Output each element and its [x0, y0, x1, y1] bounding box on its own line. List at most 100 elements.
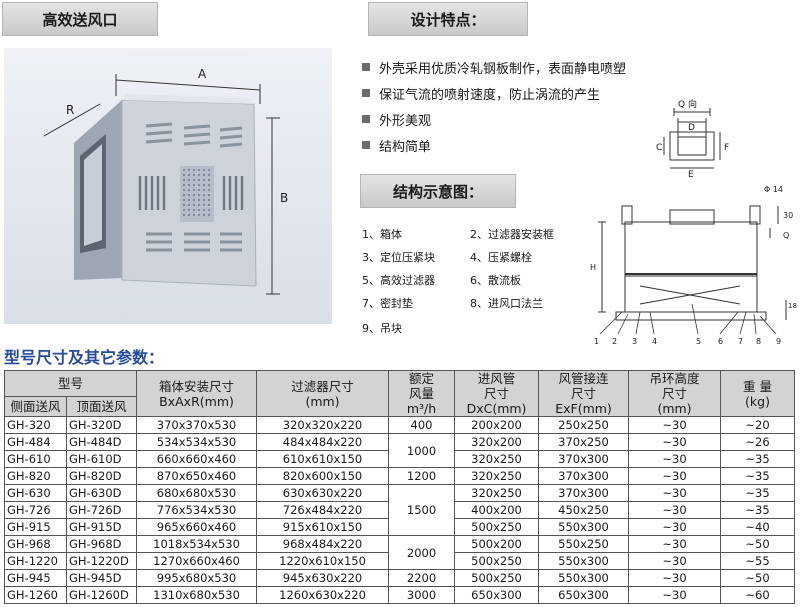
svg-text:30: 30 — [783, 211, 793, 220]
table-cell: 320x250 — [454, 467, 540, 485]
table-cell: ~30 — [628, 416, 722, 434]
product-title: 高效送风口 — [2, 2, 158, 36]
table-cell: ~30 — [628, 552, 722, 570]
table-cell: 500x250 — [454, 569, 540, 587]
part-item: 6、散流板 — [470, 274, 521, 287]
table-cell: GH-320D — [65, 416, 138, 434]
table-cell: 650x300 — [454, 586, 540, 604]
table-cell: ~30 — [628, 535, 722, 553]
table-cell: ~30 — [628, 501, 722, 519]
header-filter-size: 过滤器尺寸(mm) — [256, 370, 390, 417]
table-cell: 250x250 — [538, 416, 630, 434]
table-cell: 968x484x220 — [256, 535, 390, 553]
structure-diagram: Φ 14 30 Q H 18 1 2 3 4 5 6 7 8 9 — [590, 185, 797, 346]
table-cell: 320x320x220 — [256, 416, 390, 434]
table-cell: GH-484 — [4, 433, 67, 451]
table-cell: 400x200 — [454, 501, 540, 519]
svg-text:Q: Q — [783, 231, 789, 240]
table-cell: GH-1220D — [65, 552, 138, 570]
table-cell: 550x300 — [538, 569, 630, 587]
table-cell: 630x630x220 — [256, 484, 390, 502]
table-cell: 320x200 — [454, 433, 540, 451]
table-cell: 915x610x150 — [256, 518, 390, 536]
q-direction-diagram: Q 向 D C F E — [656, 98, 729, 178]
table-cell: GH-820D — [65, 467, 138, 485]
dim-b-label: B — [280, 191, 288, 205]
table-cell: 370x370x530 — [136, 416, 258, 434]
table-cell: 370x300 — [538, 450, 630, 468]
svg-text:1: 1 — [594, 337, 599, 346]
table-cell: ~35 — [720, 467, 796, 485]
table-cell: 320x250 — [454, 484, 540, 502]
table-cell: 610x610x150 — [256, 450, 390, 468]
airflow-cell: 1500 — [388, 484, 456, 536]
table-cell: ~30 — [628, 484, 722, 502]
structure-title: 结构示意图： — [360, 174, 516, 208]
svg-text:5: 5 — [696, 337, 701, 346]
table-cell: 200x200 — [454, 416, 540, 434]
table-cell: 534x534x530 — [136, 433, 258, 451]
part-item: 2、过滤器安装框 — [470, 228, 554, 241]
dim-r-label: R — [66, 103, 74, 117]
table-cell: 726x484x220 — [256, 501, 390, 519]
dim-a-label: A — [198, 67, 207, 81]
table-cell: GH-915 — [4, 518, 67, 536]
svg-text:Φ 14: Φ 14 — [764, 185, 783, 194]
table-cell: 660x660x460 — [136, 450, 258, 468]
table-cell: ~50 — [720, 535, 796, 553]
table-cell: 870x650x460 — [136, 467, 258, 485]
table-cell: GH-484D — [65, 433, 138, 451]
svg-text:4: 4 — [652, 337, 657, 346]
svg-text:18: 18 — [788, 302, 797, 310]
table-cell: 965x660x460 — [136, 518, 258, 536]
table-cell: 1018x534x530 — [136, 535, 258, 553]
table-cell: GH-630 — [4, 484, 67, 502]
features-title: 设计特点： — [368, 2, 528, 36]
table-cell: ~30 — [628, 433, 722, 451]
table-cell: 500x200 — [454, 535, 540, 553]
table-cell: ~30 — [628, 450, 722, 468]
table-cell: 1220x610x150 — [256, 552, 390, 570]
table-cell: GH-726 — [4, 501, 67, 519]
feature-item: 结构简单 — [362, 132, 692, 158]
svg-text:H: H — [590, 263, 596, 272]
airflow-cell: 400 — [388, 416, 456, 434]
part-item: 4、压紧螺栓 — [470, 251, 532, 264]
header-side: 侧面送风 — [4, 395, 67, 418]
table-cell: GH-1260 — [4, 586, 67, 604]
part-item: 5、高效过滤器 — [362, 274, 435, 287]
airflow-cell: 2200 — [388, 569, 456, 587]
product-image: A R B — [4, 48, 332, 324]
table-cell: 370x300 — [538, 467, 630, 485]
part-item: 7、密封垫 — [362, 297, 413, 310]
table-cell: 1270x660x460 — [136, 552, 258, 570]
table-cell: GH-610D — [65, 450, 138, 468]
table-cell: GH-320 — [4, 416, 67, 434]
header-top: 顶面送风 — [65, 395, 138, 418]
table-cell: ~55 — [720, 552, 796, 570]
table-cell: ~30 — [628, 586, 722, 604]
table-cell: ~20 — [720, 416, 796, 434]
table-cell: 450x250 — [538, 501, 630, 519]
feature-item: 外壳采用优质冷轧钢板制作，表面静电喷塑 — [362, 54, 692, 80]
table-cell: GH-1260D — [65, 586, 138, 604]
table-cell: ~50 — [720, 569, 796, 587]
table-cell: GH-968 — [4, 535, 67, 553]
airflow-cell: 2000 — [388, 535, 456, 570]
table-cell: 500x250 — [454, 518, 540, 536]
feature-item: 外形美观 — [362, 106, 692, 132]
table-cell: GH-915D — [65, 518, 138, 536]
table-cell: 995x680x530 — [136, 569, 258, 587]
svg-text:3: 3 — [632, 337, 637, 346]
table-cell: GH-945 — [4, 569, 67, 587]
